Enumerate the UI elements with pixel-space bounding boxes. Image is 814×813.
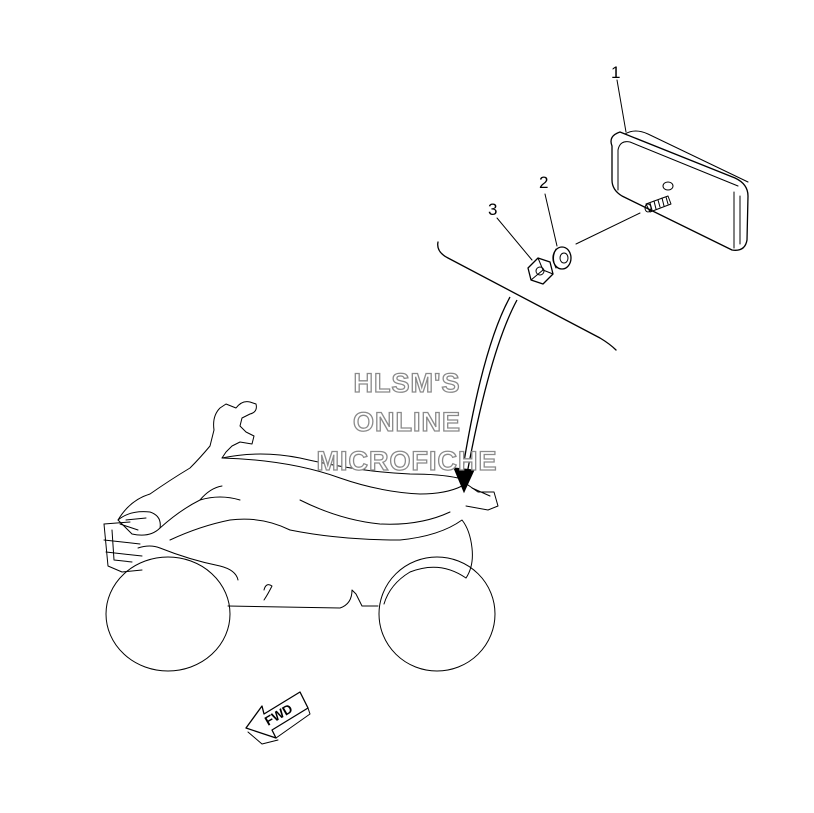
reflector-stud — [644, 195, 672, 213]
front-wheel — [105, 556, 231, 672]
stud-assembly-line — [575, 212, 641, 245]
fwd-label: FWD — [262, 701, 295, 729]
atv-outline — [103, 401, 499, 672]
rear-wheel — [378, 556, 496, 672]
leader-line-2 — [544, 193, 558, 247]
nut-part-3 — [527, 257, 554, 285]
washer-part-2 — [552, 246, 572, 270]
location-arrow — [453, 296, 518, 494]
watermark-line-3: MICROFICHE — [317, 446, 498, 476]
watermark-line-1: HLSM'S — [354, 368, 461, 398]
detail-frame — [437, 241, 617, 351]
reflector-part-1 — [610, 130, 749, 251]
fwd-direction-marker: FWD — [245, 691, 311, 745]
callout-number-1: 1 — [611, 63, 620, 82]
leader-line-3 — [496, 217, 533, 261]
watermark-line-2: ONLINE — [353, 407, 461, 437]
watermark: HLSM'S ONLINE MICROFICHE — [316, 367, 498, 476]
leader-line-1 — [616, 79, 627, 133]
callout-number-3: 3 — [488, 200, 497, 219]
callout-number-2: 2 — [539, 173, 548, 192]
